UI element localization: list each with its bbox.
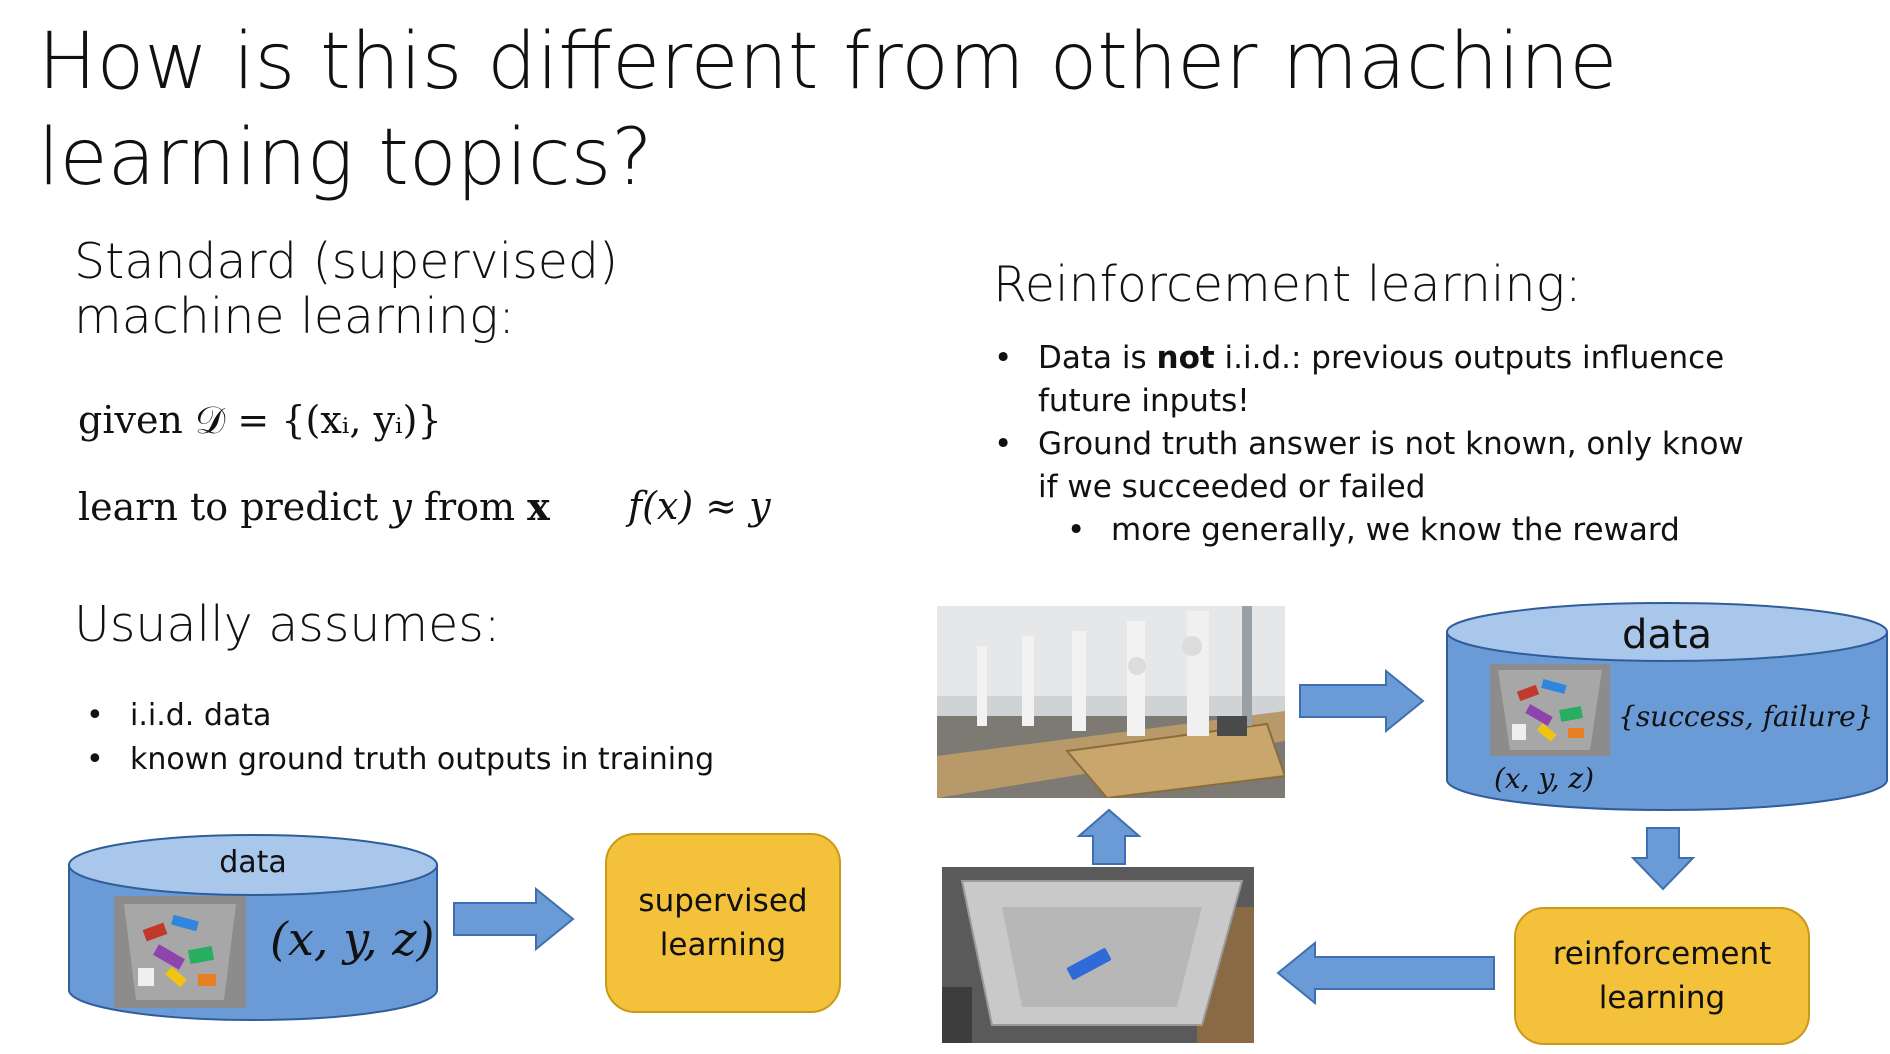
- supervised-data-math: (x, y, z): [270, 912, 434, 966]
- assumption-item-ground-truth: known ground truth outputs in training: [86, 738, 714, 782]
- supervised-data-label: data: [219, 845, 287, 880]
- rl-coord-math: (x, y, z): [1494, 762, 1594, 795]
- bin-photo-right: [1490, 664, 1610, 756]
- bin-photo-left: [114, 896, 246, 1008]
- arrow-up-icon: [1076, 808, 1142, 865]
- rl-bullet-iid-bold: not: [1156, 340, 1215, 376]
- arrow-right-icon: [453, 886, 575, 952]
- rl-outcome-math-text: {success, failure}: [1618, 700, 1874, 733]
- formula-learn-x: x: [527, 484, 550, 529]
- rl-learning-box: reinforcement learning: [1514, 907, 1810, 1045]
- supervised-learning-label: supervised learning: [638, 879, 807, 967]
- assumptions-list: i.i.d. data known ground truth outputs i…: [86, 694, 714, 782]
- slide-title-line2: learning topics?: [38, 113, 653, 203]
- rl-sub-bullet-reward: more generally, we know the reward: [1067, 509, 1754, 552]
- supervised-data-math-text: (x, y, z): [270, 912, 435, 966]
- supervised-learning-label-line1: supervised: [638, 883, 808, 919]
- rl-coord-math-text: (x, y, z): [1494, 762, 1595, 795]
- supervised-learning-label-line2: learning: [659, 927, 787, 963]
- rl-cylinder-top: [1446, 602, 1888, 662]
- formula-learn-words: learn to predict: [78, 485, 379, 529]
- rl-learning-label-line2: learning: [1598, 980, 1726, 1016]
- rl-bullet-ground-truth: Ground truth answer is not known, only k…: [994, 423, 1754, 509]
- supervised-cylinder-top: [68, 834, 438, 896]
- supervised-heading-line1: Standard (supervised): [74, 233, 619, 290]
- assumes-heading: Usually assumes:: [74, 596, 501, 653]
- rl-learning-label: reinforcement learning: [1553, 932, 1772, 1020]
- arrow-down-icon: [1630, 827, 1696, 891]
- supervised-heading: Standard (supervised) machine learning:: [74, 234, 618, 344]
- rl-outcome-math: {success, failure}: [1618, 700, 1873, 733]
- supervised-learning-box: supervised learning: [605, 833, 841, 1013]
- formula-given: given 𝒟 = {(xᵢ, yᵢ)}: [78, 398, 442, 443]
- formula-f-text: f(x) ≈ y: [628, 484, 771, 528]
- formula-given-math: 𝒟 = {(xᵢ, yᵢ)}: [195, 398, 442, 442]
- rl-bullet-iid-post: i.i.d.: previous outputs influence futur…: [1038, 340, 1725, 419]
- rl-data-label: data: [1621, 612, 1713, 658]
- arrow-right-icon: [1299, 668, 1425, 734]
- rl-bullet-iid-pre: Data is: [1038, 340, 1157, 376]
- rl-learning-label-line1: reinforcement: [1552, 936, 1772, 972]
- formula-f: f(x) ≈ y: [628, 484, 771, 528]
- formula-learn-y: y: [390, 485, 412, 529]
- formula-given-word: given: [78, 398, 183, 442]
- assumption-item-iid: i.i.d. data: [86, 694, 714, 738]
- formula-learn-from: from: [423, 485, 516, 529]
- slide-title-line1: How is this different from other machine: [38, 17, 1618, 107]
- slide-title: How is this different from other machine…: [38, 14, 1838, 206]
- rl-bullet-iid: Data is not i.i.d.: previous outputs inf…: [994, 337, 1754, 423]
- rl-heading: Reinforcement learning:: [993, 256, 1582, 313]
- robot-arms-photo: [937, 606, 1285, 798]
- supervised-heading-line2: machine learning:: [74, 288, 515, 345]
- arrow-left-icon: [1276, 940, 1495, 1006]
- formula-learn: learn to predict y from x: [78, 484, 550, 529]
- rl-bullets: Data is not i.i.d.: previous outputs inf…: [994, 337, 1754, 552]
- bin-single-object-photo: [942, 867, 1254, 1043]
